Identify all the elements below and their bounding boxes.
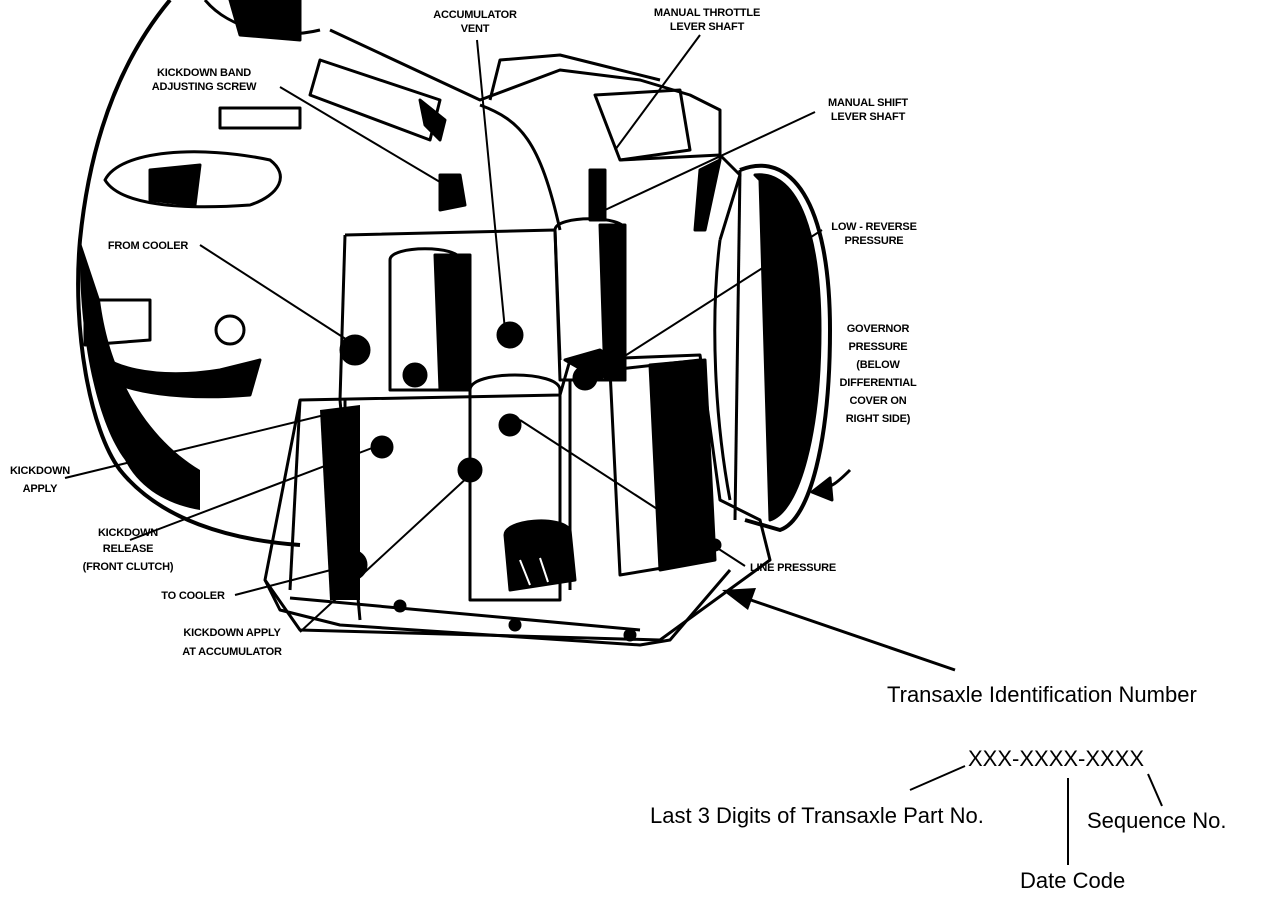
callout-text: KICKDOWN <box>98 527 158 539</box>
callout-text: MANUAL THROTTLE <box>654 7 760 19</box>
callout-kickdown-apply: KICKDOWN APPLY <box>10 465 71 495</box>
callout-text: MANUAL SHIFT <box>828 97 908 109</box>
callout-accumulator-vent: ACCUMULATOR VENT <box>433 9 517 35</box>
callout-text: APPLY <box>23 483 59 495</box>
callout-kickdown-release: KICKDOWN RELEASE (FRONT CLUTCH) <box>83 527 174 573</box>
callout-text: LINE PRESSURE <box>750 562 836 574</box>
callout-from-cooler: FROM COOLER <box>108 240 189 252</box>
callout-low-reverse-pressure: LOW - REVERSE PRESSURE <box>831 221 917 247</box>
callout-governor-pressure: GOVERNOR PRESSURE (BELOW DIFFERENTIAL CO… <box>839 323 917 425</box>
callout-text: AT ACCUMULATOR <box>182 646 282 658</box>
callout-text: LOW - REVERSE <box>831 221 916 233</box>
callout-text: GOVERNOR <box>847 323 910 335</box>
date-code-label: Date Code <box>1020 868 1125 892</box>
callout-line-pressure: LINE PRESSURE <box>750 562 836 574</box>
id-code-leaders <box>909 765 1163 865</box>
id-title: Transaxle Identification Number <box>887 682 1197 707</box>
callout-text: COVER ON <box>849 395 906 407</box>
callout-text: (FRONT CLUTCH) <box>83 561 174 573</box>
callout-to-cooler: TO COOLER <box>161 590 225 602</box>
callout-text: (BELOW <box>856 359 900 371</box>
callout-text: RELEASE <box>103 543 154 555</box>
callout-text: KICKDOWN BAND <box>157 67 251 79</box>
callout-text: ACCUMULATOR <box>433 9 517 21</box>
callout-text: PRESSURE <box>849 341 908 353</box>
callout-text: LEVER SHAFT <box>670 21 745 33</box>
sequence-label: Sequence No. <box>1087 808 1226 833</box>
part-no-label: Last 3 Digits of Transaxle Part No. <box>650 803 984 828</box>
callout-text: TO COOLER <box>161 590 225 602</box>
callout-text: KICKDOWN APPLY <box>183 627 281 639</box>
callout-text: KICKDOWN <box>10 465 70 477</box>
callout-text: RIGHT SIDE) <box>846 413 911 425</box>
callout-text: DIFFERENTIAL <box>839 377 917 389</box>
callout-manual-shift-lever-shaft: MANUAL SHIFT LEVER SHAFT <box>828 97 909 123</box>
callout-kickdown-band-adjusting-screw: KICKDOWN BAND ADJUSTING SCREW <box>152 67 258 93</box>
transaxle-illustration <box>76 0 852 647</box>
id-code: XXX-XXXX-XXXX <box>968 746 1144 771</box>
callout-text: FROM COOLER <box>108 240 189 252</box>
callout-text: VENT <box>461 23 490 35</box>
callout-manual-throttle-lever-shaft: MANUAL THROTTLE LEVER SHAFT <box>654 7 760 33</box>
callout-text: LEVER SHAFT <box>831 111 906 123</box>
callout-leader-lines <box>64 34 823 633</box>
callout-kickdown-apply-at-accumulator: KICKDOWN APPLY AT ACCUMULATOR <box>182 627 282 658</box>
callout-text: ADJUSTING SCREW <box>152 81 257 93</box>
id-arrow <box>722 588 956 672</box>
callout-text: PRESSURE <box>845 235 904 247</box>
